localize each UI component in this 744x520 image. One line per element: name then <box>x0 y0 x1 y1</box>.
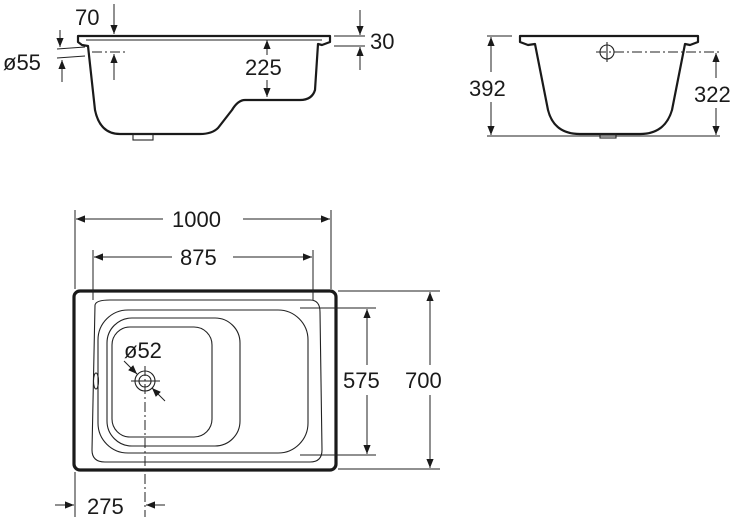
tub-floor <box>111 326 213 438</box>
tub-inner-rim <box>91 299 323 463</box>
dim-55-label: ø55 <box>3 50 41 75</box>
end-view: 392 322 <box>469 34 731 139</box>
tub-basin-outline <box>97 309 309 454</box>
dim-700-label: 700 <box>405 368 442 393</box>
overflow-slot <box>92 372 100 390</box>
ext-line <box>56 46 86 50</box>
plan-view: ø52 1000 875 700 575 275 <box>55 207 442 519</box>
ext-line <box>56 55 86 59</box>
dim-875-label: 875 <box>180 245 217 270</box>
dim-392-label: 392 <box>469 76 506 101</box>
dim-1000-label: 1000 <box>172 207 221 232</box>
dim-225-label: 225 <box>245 55 282 80</box>
side-view: ø55 70 225 30 <box>3 4 394 141</box>
dim-arrow <box>123 360 138 375</box>
drain-outlet <box>132 133 154 141</box>
dim-322-label: 322 <box>694 82 731 107</box>
end-view-outline <box>518 34 700 136</box>
dim-70-label: 70 <box>75 5 99 30</box>
dim-275-label: 275 <box>87 494 124 519</box>
tub-deep-section <box>106 317 241 447</box>
dim-arrow <box>151 387 166 402</box>
dim-575-label: 575 <box>343 368 380 393</box>
side-view-outline <box>76 34 332 136</box>
tub-outer-rim <box>72 289 338 472</box>
dim-52-label: ø52 <box>124 338 162 363</box>
dim-30-label: 30 <box>370 29 394 54</box>
